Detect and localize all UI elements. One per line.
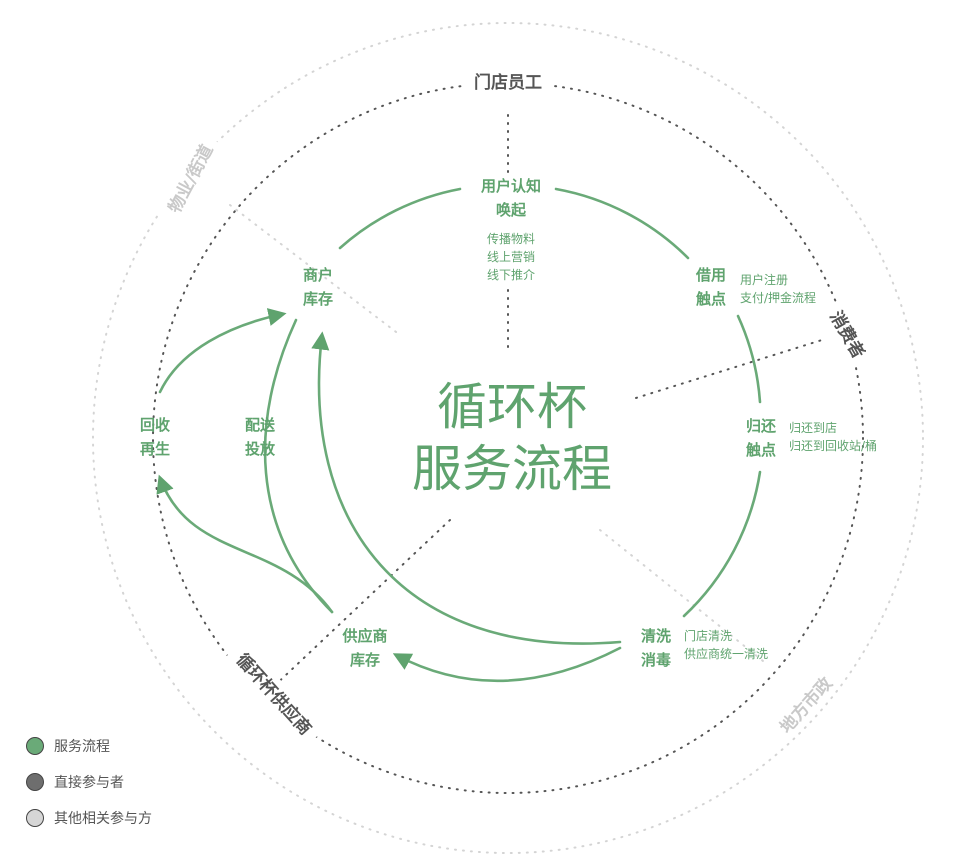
center-title-line2: 服务流程 bbox=[412, 440, 612, 498]
legend: 服务流程 直接参与者 其他相关参与方 bbox=[26, 728, 152, 836]
legend-dot-direct-icon bbox=[26, 773, 44, 791]
actor-store-staff: 门店员工 bbox=[474, 72, 542, 93]
note-borrow-1: 用户注册 bbox=[740, 272, 788, 287]
node-clean-2: 消毒 bbox=[641, 651, 671, 669]
spoke-government bbox=[599, 529, 769, 666]
note-awareness-3: 线下推介 bbox=[487, 268, 535, 282]
note-return-2: 归还到回收站/桶 bbox=[789, 438, 877, 453]
node-supplier-2: 库存 bbox=[350, 651, 380, 669]
legend-label-service: 服务流程 bbox=[54, 739, 110, 755]
node-borrow-1: 借用 bbox=[695, 266, 726, 284]
actor-property-bg bbox=[156, 132, 223, 224]
actor-government-bg bbox=[765, 662, 845, 747]
spoke-consumer bbox=[635, 339, 823, 399]
node-merchant-1: 商户 bbox=[303, 266, 333, 284]
arc-borrow-to-return bbox=[736, 314, 762, 404]
node-deliver-1: 配送 bbox=[245, 416, 276, 434]
actor-store-staff-bg bbox=[462, 66, 554, 96]
arc-clean-to-merchant bbox=[311, 331, 622, 645]
actor-supplier-bg bbox=[225, 640, 325, 747]
center-title-line1: 循环杯 bbox=[437, 378, 587, 436]
arc-awareness-to-borrow bbox=[554, 187, 690, 260]
node-deliver-2: 投放 bbox=[245, 440, 276, 458]
node-user-awareness-1: 用户认知 bbox=[481, 177, 541, 195]
note-clean-2: 供应商统一清洗 bbox=[684, 646, 768, 661]
note-awareness-1: 传播物料 bbox=[487, 231, 535, 246]
legend-item-other: 其他相关参与方 bbox=[26, 800, 152, 836]
node-clean-1: 清洗 bbox=[641, 627, 671, 645]
node-recycle-2: 再生 bbox=[140, 440, 170, 458]
legend-dot-service-icon bbox=[26, 737, 44, 755]
note-borrow-2: 支付/押金流程 bbox=[740, 290, 816, 305]
arc-supplier-to-recycle bbox=[156, 474, 334, 614]
note-clean-1: 门店清洗 bbox=[684, 628, 732, 643]
node-borrow-2: 触点 bbox=[696, 290, 726, 308]
actor-supplier: 循环杯供应商 bbox=[232, 649, 316, 739]
outer-ring-other bbox=[92, 22, 924, 854]
spoke-supplier bbox=[269, 519, 451, 691]
note-awareness-2: 线上营销 bbox=[487, 250, 535, 264]
legend-label-direct: 直接参与者 bbox=[54, 775, 124, 791]
actor-government: 地方市政 bbox=[776, 672, 838, 737]
arc-return-to-clean bbox=[682, 470, 762, 618]
legend-label-other: 其他相关参与方 bbox=[54, 811, 152, 827]
node-merchant-2: 库存 bbox=[303, 290, 333, 308]
node-supplier-1: 供应商 bbox=[341, 627, 387, 645]
legend-dot-other-icon bbox=[26, 809, 44, 827]
actor-consumer-bg bbox=[821, 299, 876, 369]
node-return-2: 触点 bbox=[746, 441, 776, 459]
node-recycle-1: 回收 bbox=[140, 416, 170, 434]
node-return-1: 归还 bbox=[746, 417, 777, 435]
legend-item-service: 服务流程 bbox=[26, 728, 152, 764]
arc-supplier-to-merchant bbox=[263, 318, 334, 614]
node-user-awareness-2: 唤起 bbox=[496, 201, 527, 219]
arc-merchant-to-awareness bbox=[338, 187, 462, 250]
arc-clean-to-supplier bbox=[392, 646, 622, 683]
arc-recycle-to-merchant bbox=[158, 308, 287, 394]
note-return-1: 归还到店 bbox=[789, 421, 837, 435]
legend-item-direct: 直接参与者 bbox=[26, 764, 152, 800]
